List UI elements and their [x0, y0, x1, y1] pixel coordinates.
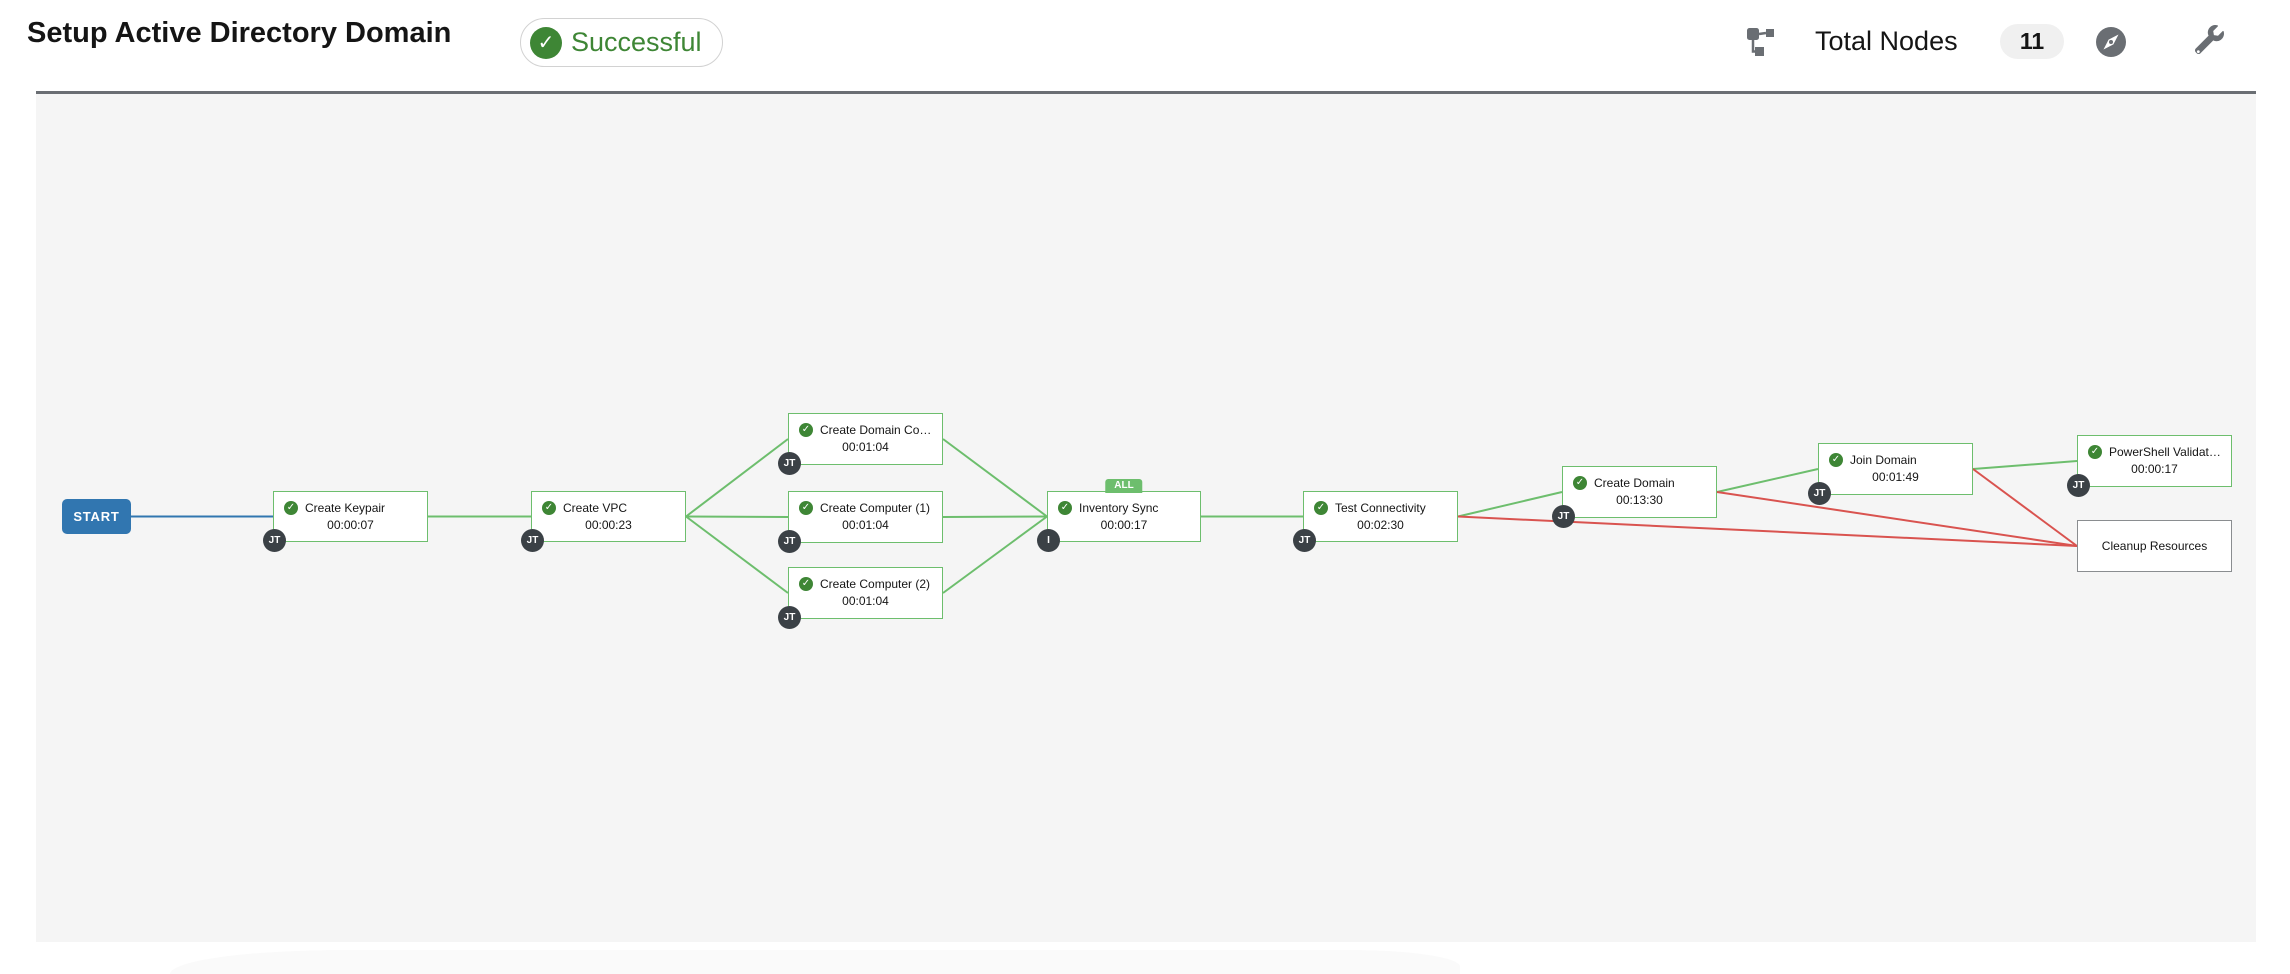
check-circle-icon: ✓ [1573, 476, 1587, 490]
check-circle-icon: ✓ [284, 501, 298, 515]
job-template-badge: JT [778, 530, 801, 553]
status-label: Successful [571, 27, 702, 57]
node-label: Inventory Sync [1079, 501, 1159, 515]
total-nodes-count: 11 [2019, 28, 2045, 54]
check-circle-icon: ✓ [530, 26, 562, 59]
node-label: Test Connectivity [1335, 501, 1426, 515]
node-elapsed-time: 00:01:04 [842, 440, 889, 454]
header-divider [36, 91, 2256, 94]
workflow-node-cleanup-resources[interactable]: Cleanup Resources [2077, 520, 2232, 572]
workflow-edge-join-domain-cleanup-resources [1972, 468, 2078, 547]
node-elapsed-time: 00:01:04 [842, 518, 889, 532]
node-elapsed-time: 00:01:49 [1872, 470, 1919, 484]
workflow-edge-create-vpc-create-domain-controller [685, 438, 789, 518]
workflow-title: Setup Active Directory Domain [27, 17, 452, 49]
workflow-edge-create-domain-join-domain [1716, 468, 1819, 493]
node-label: Cleanup Resources [2101, 539, 2208, 553]
node-elapsed-time: 00:00:07 [327, 518, 374, 532]
check-circle-icon: ✓ [1829, 453, 1843, 467]
workflow-edge-join-domain-powershell-validation [1972, 460, 2078, 470]
node-elapsed-time: 00:00:23 [585, 518, 632, 532]
check-circle-icon: ✓ [799, 423, 813, 437]
wrench-icon [2193, 24, 2224, 59]
compass-icon [2095, 26, 2127, 61]
total-nodes-label: Total Nodes [1815, 26, 1958, 56]
job-template-badge: JT [2067, 474, 2090, 497]
node-label: Create Keypair [305, 501, 386, 515]
node-elapsed-time: 00:00:17 [2131, 462, 2178, 476]
status-badge: ✓ Successful [520, 18, 723, 67]
check-circle-icon: ✓ [2088, 445, 2102, 459]
job-template-badge: JT [1552, 505, 1575, 528]
check-circle-icon: ✓ [1058, 501, 1072, 515]
workflow-edge-create-vpc-create-computer-1 [685, 515, 789, 518]
node-label: Join Domain [1850, 453, 1917, 467]
inventory-source-badge: I [1037, 529, 1060, 552]
workflow-edge-test-connectivity-create-domain [1457, 491, 1563, 518]
check-circle-icon: ✓ [1314, 501, 1328, 515]
job-template-badge: JT [1808, 482, 1831, 505]
legend-button[interactable] [2095, 26, 2127, 61]
node-label: Create Domain Contr... [820, 423, 934, 437]
check-circle-icon: ✓ [799, 501, 813, 515]
node-label: PowerShell Validation [2109, 445, 2223, 459]
node-elapsed-time: 00:01:04 [842, 594, 889, 608]
tools-button[interactable] [2192, 24, 2224, 59]
node-label: Create Domain [1594, 476, 1675, 490]
node-elapsed-time: 00:13:30 [1616, 493, 1663, 507]
node-elapsed-time: 00:02:30 [1357, 518, 1404, 532]
workflow-edges-layer [131, 438, 2078, 594]
workflow-edge-create-vpc-create-computer-2 [685, 515, 789, 594]
legend-panel-edge [170, 950, 1460, 974]
job-template-badge: JT [263, 529, 286, 552]
workflow-edge-create-computer-1-inventory-sync [942, 515, 1048, 518]
all-convergence-badge: ALL [1105, 479, 1143, 493]
node-label: Create VPC [563, 501, 628, 515]
workflow-edge-create-domain-cleanup-resources [1716, 491, 2078, 547]
job-template-badge: JT [1293, 529, 1316, 552]
check-circle-icon: ✓ [542, 501, 556, 515]
job-template-badge: JT [778, 606, 801, 629]
node-elapsed-time: 00:00:17 [1100, 518, 1148, 532]
total-nodes-count-badge: 11 [2000, 24, 2064, 59]
workflow-start-node[interactable]: START [62, 499, 131, 534]
workflow-edge-create-computer-2-inventory-sync [942, 515, 1048, 594]
job-template-badge: JT [521, 529, 544, 552]
job-template-badge: JT [778, 452, 801, 475]
workflow-edge-create-domain-controller-inventory-sync [942, 438, 1048, 518]
sitemap-icon [1746, 25, 1776, 57]
check-circle-icon: ✓ [799, 577, 813, 591]
node-label: Create Computer (2) [820, 577, 931, 591]
node-label: Create Computer (1) [820, 501, 931, 515]
